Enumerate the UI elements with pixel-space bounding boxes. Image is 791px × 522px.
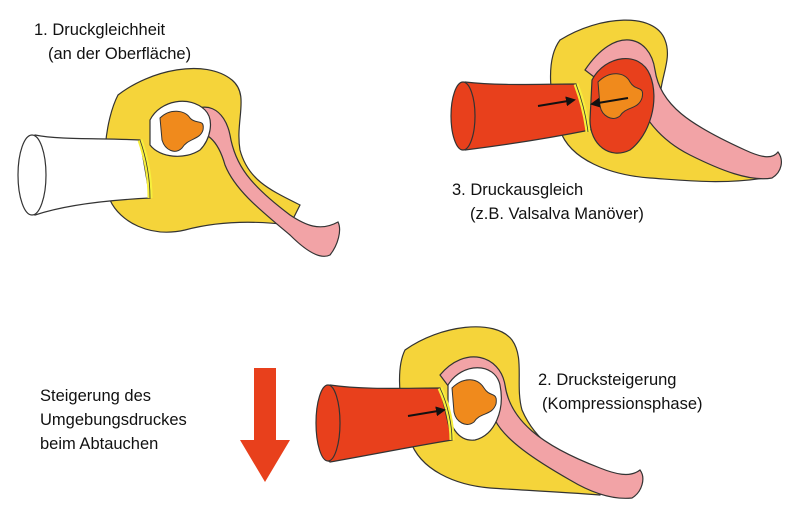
pressure-note-line-1: Steigerung des <box>40 386 151 406</box>
ear-diagram-surface <box>18 68 340 256</box>
pressure-note-line-3: beim Abtauchen <box>40 434 158 454</box>
stage-2-subtitle: (Kompressionsphase) <box>542 394 703 414</box>
pressure-note-line-2: Umgebungsdruckes <box>40 410 187 430</box>
stage-2-title: 2. Drucksteigerung <box>538 370 677 390</box>
canal-opening <box>18 135 46 215</box>
stage-3-title: 3. Druckausgleich <box>452 180 583 200</box>
canal-opening <box>451 82 475 150</box>
ear-diagram-equalization <box>451 20 781 181</box>
stage-3-subtitle: (z.B. Valsalva Manöver) <box>470 204 644 224</box>
canal-opening <box>316 385 340 461</box>
descent-arrow <box>240 368 290 482</box>
stage-1-subtitle: (an der Oberfläche) <box>48 44 191 64</box>
stage-1-title: 1. Druckgleichheit <box>34 20 165 40</box>
